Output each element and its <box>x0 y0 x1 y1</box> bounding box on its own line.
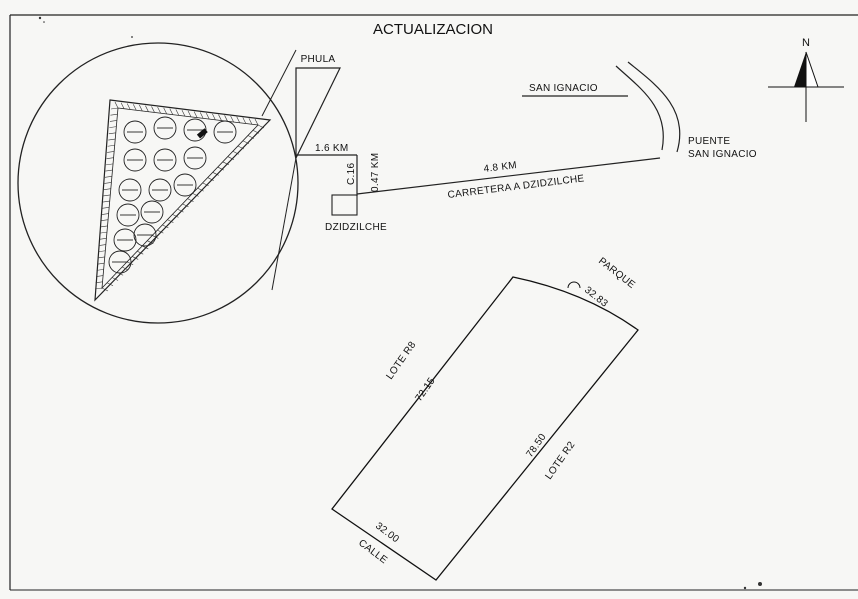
phula-block <box>295 67 341 159</box>
carretera-name: CARRETERA A DZIDZILCHE <box>447 173 585 201</box>
selected-lot-marker <box>196 128 208 139</box>
phula-label: PHULA <box>301 54 336 65</box>
north-label: N <box>802 37 810 49</box>
lot-polygon <box>331 276 639 581</box>
north-arrow-icon <box>768 51 844 122</box>
inset-connector-lines <box>261 49 297 291</box>
dzidzilche-town <box>331 194 358 216</box>
river <box>615 61 681 153</box>
bottom-side-length: 32.00 <box>373 521 401 546</box>
calle-label: CALLE <box>356 538 389 567</box>
scan-marks <box>38 16 762 590</box>
location-inset <box>17 42 299 324</box>
dzidzilche-label: DZIDZILCHE <box>325 222 387 233</box>
distance-c16: 0.47 KM <box>370 153 381 192</box>
page-frame <box>9 14 858 591</box>
street-c16-label: C.16 <box>346 163 357 185</box>
left-side-length: 72.15 <box>413 376 437 404</box>
road-carretera <box>356 157 661 195</box>
puente-label-1: PUENTE <box>688 136 730 147</box>
map-title: ACTUALIZACION <box>373 21 493 38</box>
distance-carretera: 4.8 KM <box>483 160 518 175</box>
left-neighbor-label: LOTE R8 <box>384 339 418 381</box>
distance-phula: 1.6 KM <box>315 143 348 154</box>
right-neighbor-label: LOTE R2 <box>543 439 577 481</box>
puente-label-2: SAN IGNACIO <box>688 149 757 160</box>
parque-side-length: 32.83 <box>582 285 610 310</box>
parque-label: PARQUE <box>596 256 637 291</box>
san-ignacio-label: SAN IGNACIO <box>529 83 598 94</box>
